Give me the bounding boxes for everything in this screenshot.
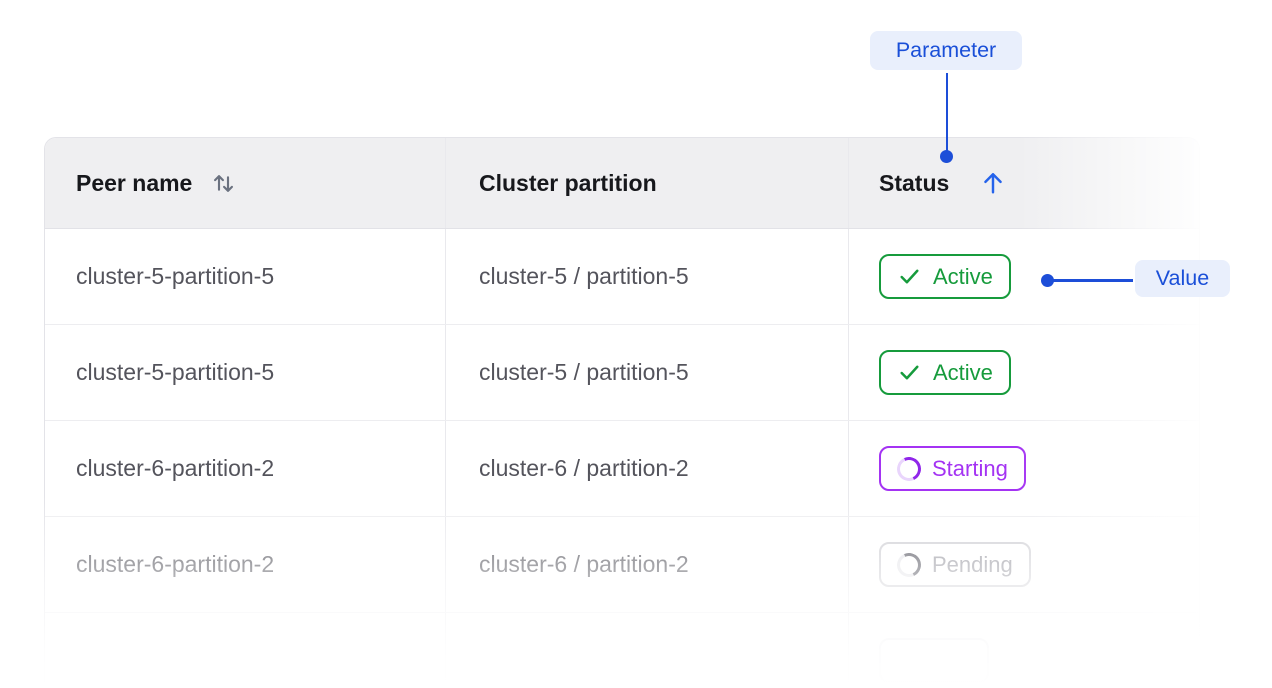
value-connector-line [1053, 279, 1133, 282]
table-row[interactable]: cluster-5-partition-5 cluster-5 / partit… [45, 229, 1199, 325]
parameter-connector-line [945, 73, 948, 151]
status-badge-starting: Starting [879, 446, 1026, 491]
table-header-row: Peer name Cluster partition Status [45, 138, 1199, 229]
cell-cluster-partition: cluster-6 / partition-2 [446, 517, 849, 612]
cell-peer-name: cluster-6-partition-2 [45, 517, 446, 612]
value-annotation-pill: Value [1135, 260, 1230, 297]
column-header-cluster-partition[interactable]: Cluster partition [446, 138, 849, 228]
column-header-cluster-partition-label: Cluster partition [479, 169, 657, 196]
cell-cluster-partition: cluster-6 / partition-2 [446, 421, 849, 516]
column-header-status[interactable]: Status [849, 138, 1199, 228]
status-badge-label: Active [933, 359, 993, 385]
cell-status: Pending [849, 517, 1199, 612]
column-header-peer-name-label: Peer name [76, 169, 193, 196]
status-badge-label: Pending [932, 551, 1013, 577]
table-row[interactable]: cluster-6-partition-2 cluster-6 / partit… [45, 421, 1199, 517]
sort-ascending-icon[interactable] [979, 169, 1007, 197]
cell-status [849, 613, 1199, 688]
cell-peer-name: cluster-5-partition-5 [45, 229, 446, 324]
cell-cluster-partition: cluster-5 / partition-5 [446, 229, 849, 324]
status-badge-label: Starting [932, 455, 1008, 481]
column-header-status-label: Status [879, 169, 950, 196]
parameter-connector-dot [940, 150, 953, 163]
spinner-icon [893, 453, 925, 484]
status-badge-active: Active [879, 254, 1011, 299]
check-icon [897, 360, 922, 385]
cell-cluster-partition: cluster-5 / partition-5 [446, 325, 849, 420]
status-badge [879, 638, 989, 683]
spinner-icon [893, 549, 925, 580]
value-connector-dot [1041, 274, 1054, 287]
table-row[interactable]: cluster-6-partition-2 cluster-6 / partit… [45, 517, 1199, 613]
cell-peer-name [45, 613, 446, 688]
cell-status: Active [849, 229, 1199, 324]
parameter-annotation-pill: Parameter [870, 31, 1022, 70]
check-icon [897, 264, 922, 289]
sort-both-icon[interactable] [210, 170, 237, 197]
cell-cluster-partition [446, 613, 849, 688]
right-fade-overlay [1210, 128, 1272, 688]
status-badge-active: Active [879, 350, 1011, 395]
table-row[interactable]: cluster-5-partition-5 cluster-5 / partit… [45, 325, 1199, 421]
cell-peer-name: cluster-5-partition-5 [45, 325, 446, 420]
status-badge-pending: Pending [879, 542, 1031, 587]
peers-table: Peer name Cluster partition Status [44, 137, 1200, 688]
cell-status: Starting [849, 421, 1199, 516]
cell-status: Active [849, 325, 1199, 420]
cell-peer-name: cluster-6-partition-2 [45, 421, 446, 516]
table-row[interactable] [45, 613, 1199, 688]
column-header-peer-name[interactable]: Peer name [45, 138, 446, 228]
status-badge-label: Active [933, 263, 993, 289]
